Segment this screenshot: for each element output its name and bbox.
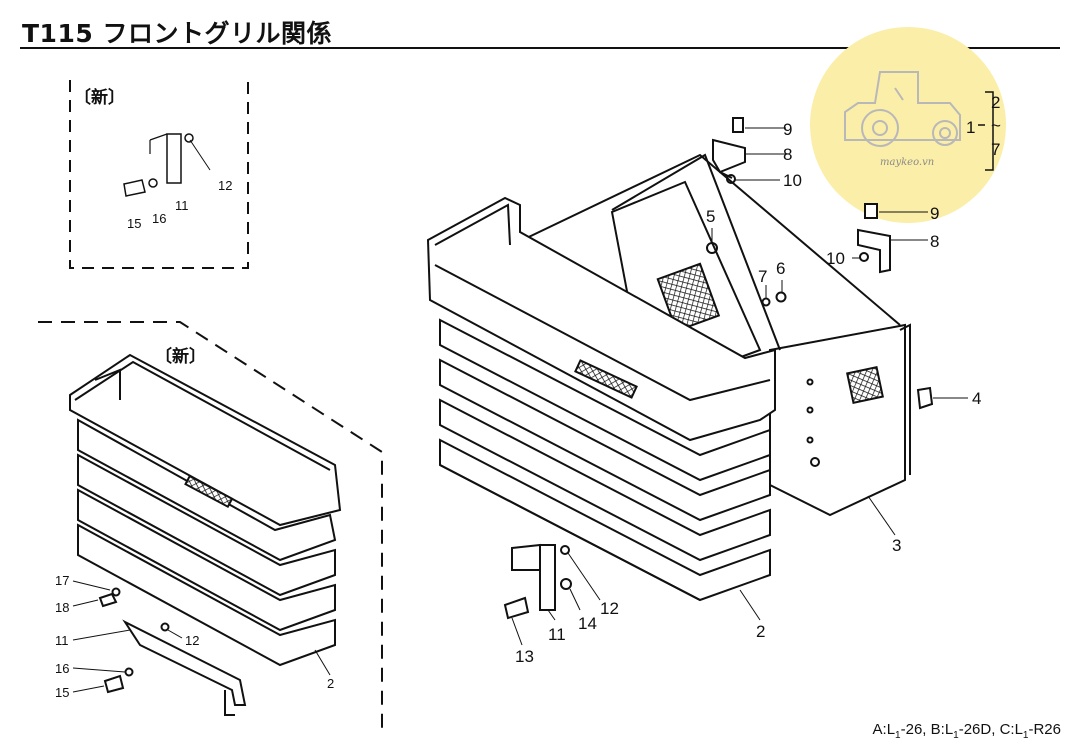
callout-8-a: 8 <box>783 145 792 164</box>
callout-6: 6 <box>776 259 785 278</box>
callout-8-b: 8 <box>930 232 939 251</box>
callout-7: 7 <box>758 267 767 286</box>
callout-17-left: 17 <box>55 573 69 588</box>
callout-10-a: 10 <box>783 171 802 190</box>
callout-12-left: 12 <box>185 633 199 648</box>
model-footnote: A:L1-26, B:L1-26D, C:L1-R26 <box>873 721 1061 741</box>
footnote-a-prefix: A:L <box>872 721 896 738</box>
callout-range-7: 7 <box>991 140 1000 159</box>
callout-11-main: 11 <box>548 625 566 644</box>
callout-12-top: 12 <box>218 178 232 193</box>
footnote-a-suffix: -26, <box>900 721 927 738</box>
callout-12-main: 12 <box>600 599 619 618</box>
watermark-logo: maykeo.vn <box>810 27 1006 223</box>
footnote-a-sub: 1 <box>895 730 901 741</box>
watermark-text: maykeo.vn <box>880 157 934 168</box>
footnote-c-sub: 1 <box>1022 730 1029 741</box>
left-grille-assembly <box>38 321 383 730</box>
footnote-c-suffix: -R26 <box>1028 721 1061 738</box>
footnote-b-prefix: B:L <box>930 721 954 738</box>
callout-13: 13 <box>515 647 534 666</box>
callout-1: 1 <box>966 118 975 137</box>
callout-4: 4 <box>972 389 981 408</box>
callout-range-tilde: ~ <box>991 116 1001 135</box>
callout-16-left: 16 <box>55 661 69 676</box>
callout-11-top: 11 <box>175 198 189 213</box>
main-grille-assembly <box>426 91 994 646</box>
callout-5: 5 <box>706 207 715 226</box>
callout-2-main: 2 <box>756 622 765 641</box>
callout-14: 14 <box>578 614 597 633</box>
callout-15-left: 15 <box>55 685 69 700</box>
page-title: T115 フロントグリル関係 <box>22 19 332 48</box>
callout-16-top: 16 <box>152 211 166 226</box>
title-underline <box>20 47 1060 49</box>
callout-9-b: 9 <box>930 204 939 223</box>
callout-range-2: 2 <box>991 93 1000 112</box>
callout-9-a: 9 <box>783 120 792 139</box>
footnote-b-suffix: -26D, <box>958 721 996 738</box>
callout-15-top: 15 <box>127 216 141 231</box>
inset-top-new-label: 〔新〕 <box>74 87 125 108</box>
callout-18-left: 18 <box>55 600 69 615</box>
callout-2-left: 2 <box>327 676 334 691</box>
callout-11-left: 11 <box>55 633 69 648</box>
footnote-c-prefix: C:L <box>999 721 1023 738</box>
inset-bottom-new-label: 〔新〕 <box>155 346 206 367</box>
inset-top <box>69 80 249 269</box>
callout-10-b: 10 <box>826 249 845 268</box>
footnote-b-sub: 1 <box>953 730 959 741</box>
callout-3: 3 <box>892 536 901 555</box>
